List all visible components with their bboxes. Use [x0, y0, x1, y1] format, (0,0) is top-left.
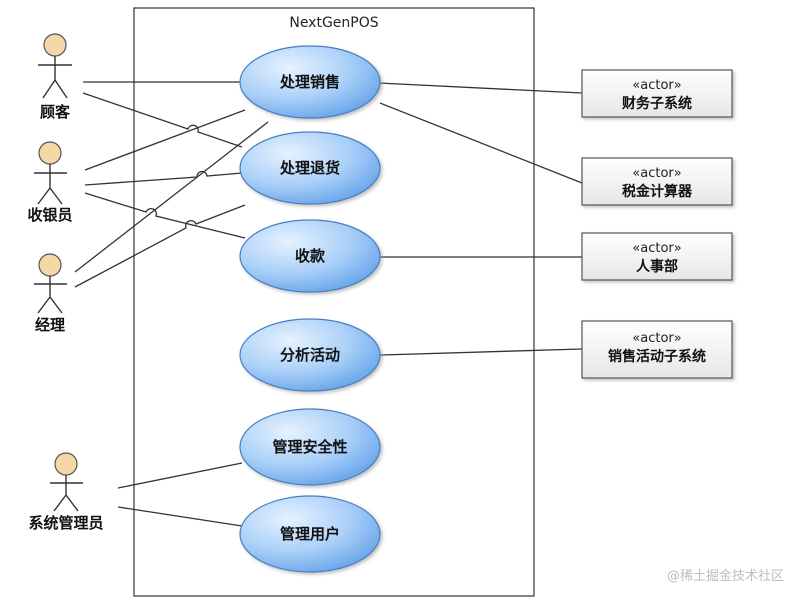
assoc-cashier-return [84, 170, 243, 186]
external-actor-name: 人事部 [636, 258, 678, 275]
assoc-admin-users [117, 506, 243, 527]
stereotype-label: «actor» [632, 166, 681, 181]
actor-label: 系统管理员 [28, 514, 103, 532]
stick-figure-icon [34, 141, 67, 205]
external-actor-tax[interactable]: «actor» 税金计算器 [581, 157, 733, 206]
external-actor-name: 财务子系统 [621, 95, 692, 112]
system-boundary [133, 7, 535, 597]
use-case-process-return[interactable]: 处理退货 [239, 131, 381, 205]
actor-manager[interactable]: 经理 [34, 253, 67, 334]
association-lines [74, 81, 583, 527]
external-actor-accounting[interactable]: «actor» 财务子系统 [581, 69, 733, 118]
assoc-analyze-sales [379, 348, 583, 356]
actor-label: 收银员 [27, 206, 72, 224]
use-case-label: 管理用户 [280, 525, 340, 543]
actor-customer[interactable]: 顾客 [38, 33, 72, 121]
stick-figure-icon [34, 253, 67, 314]
use-case-process-sale[interactable]: 处理销售 [239, 45, 381, 119]
use-case-manage-security[interactable]: 管理安全性 [239, 408, 381, 486]
actor-sysadmin[interactable]: 系统管理员 [28, 452, 104, 532]
external-actor-sales-activity[interactable]: «actor» 销售活动子系统 [581, 320, 733, 379]
use-case-label: 分析活动 [280, 346, 340, 364]
use-case-label: 处理销售 [279, 73, 340, 91]
stick-figure-icon [50, 452, 83, 512]
actor-label: 经理 [35, 316, 65, 334]
use-case-label: 处理退货 [279, 159, 340, 177]
assoc-admin-security [117, 462, 243, 489]
assoc-cashier-sale [84, 109, 246, 171]
stick-figure-icon [38, 33, 72, 99]
watermark-text: @稀土掘金技术社区 [667, 568, 784, 584]
actor-label: 顾客 [40, 103, 71, 121]
assoc-cashier-payment [84, 192, 246, 239]
assoc-sale-tax [379, 102, 583, 184]
system-title: NextGenPOS [289, 15, 378, 31]
use-case-label: 管理安全性 [272, 438, 347, 456]
use-case-analyze-activity[interactable]: 分析活动 [239, 318, 381, 392]
assoc-manager-return [74, 204, 246, 288]
external-actor-hr[interactable]: «actor» 人事部 [581, 232, 733, 281]
external-actor-name: 税金计算器 [622, 183, 693, 200]
stereotype-label: «actor» [632, 78, 681, 93]
assoc-customer-return [82, 92, 243, 148]
assoc-sale-accounting [377, 82, 583, 94]
actor-cashier[interactable]: 收银员 [27, 141, 73, 224]
stereotype-label: «actor» [632, 241, 681, 256]
assoc-manager-sale [74, 121, 269, 273]
external-actor-name: 销售活动子系统 [608, 348, 706, 365]
use-case-manage-users[interactable]: 管理用户 [239, 495, 381, 573]
stereotype-label: «actor» [632, 331, 681, 346]
use-case-collect-payment[interactable]: 收款 [239, 219, 381, 293]
use-case-label: 收款 [295, 247, 326, 265]
